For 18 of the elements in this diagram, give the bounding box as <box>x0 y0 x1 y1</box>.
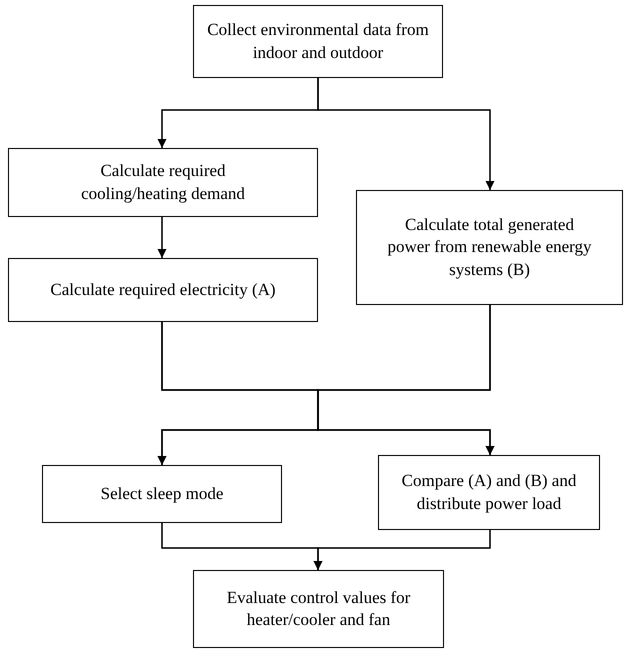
process-box <box>378 455 600 530</box>
process-box <box>8 148 318 217</box>
step-text: Select sleep mode <box>100 482 224 505</box>
process-box <box>42 465 282 523</box>
step-text: Evaluate control values for heater/cooler and fan <box>226 586 412 631</box>
process-box <box>8 258 318 322</box>
process-box <box>356 190 623 305</box>
arrow <box>158 217 166 258</box>
step-text: Calculate total generated power from renewable energy systems (B) <box>387 214 592 281</box>
arrow <box>317 78 494 190</box>
step-text: Compare (A) and (B) and distribute power load <box>400 470 578 515</box>
arrow <box>317 305 494 455</box>
step-text: Calculate required cooling/heating demand <box>80 160 246 205</box>
process-box <box>193 570 444 648</box>
step-text: Calculate required electricity (A) <box>50 278 276 301</box>
step-text: Collect environmental data from indoor and outdoor <box>206 19 430 64</box>
process-box <box>193 5 443 78</box>
arrow <box>314 530 491 570</box>
